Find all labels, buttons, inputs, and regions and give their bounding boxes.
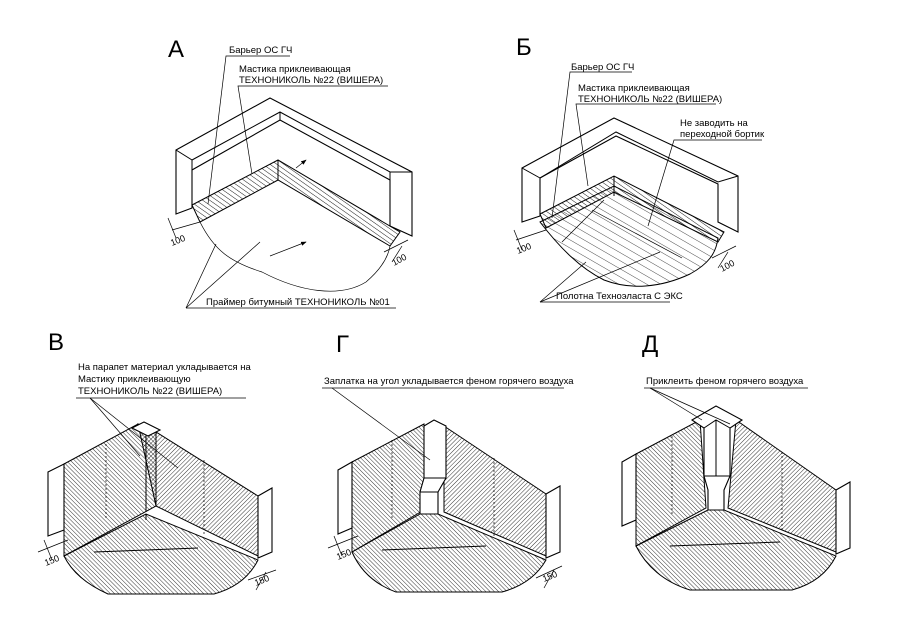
panel-b-leaders — [539, 71, 762, 303]
panel-d: Г Заплатка на угол укладывается феном го… — [322, 331, 574, 593]
svg-text:150: 150 — [43, 553, 61, 568]
panel-a-mastic-strip — [191, 159, 401, 247]
panel-a-dim-left: 100 — [167, 217, 201, 248]
panel-c: В На парапет материал укладывается на Ма… — [37, 329, 277, 595]
panel-b-membrane — [539, 175, 725, 287]
panel-a: А Барьер ОС ГЧ Мастика приклеивающая ТЕХ… — [167, 36, 413, 309]
svg-text:100: 100 — [515, 241, 533, 256]
panel-a-primer-area — [199, 221, 391, 292]
panel-c-label-2: Мастику приклеивающую — [78, 374, 191, 385]
panel-e-letter: Д — [642, 331, 658, 358]
panel-b-wall — [521, 117, 739, 233]
panel-c-floor — [63, 513, 259, 595]
panel-d-parapet — [337, 423, 561, 559]
panel-b-label-barrier: Барьер ОС ГЧ — [571, 62, 634, 73]
panel-c-label-3: ТЕХНОНИКОЛЬ №22 (ВИШЕРА) — [78, 386, 222, 397]
panel-d-label: Заплатка на угол укладывается феном горя… — [324, 376, 574, 387]
panel-a-leaders — [185, 55, 396, 309]
panel-a-wall — [175, 97, 413, 237]
panel-b-dim-left: 100 — [513, 229, 547, 256]
panel-d-leaders — [322, 387, 564, 461]
panel-b-label-sheets: Полотна Техноэласта С ЭКС — [556, 291, 683, 302]
panel-b-letter: Б — [516, 34, 532, 61]
panel-e-corner-patch — [690, 405, 744, 511]
panel-b-note-2: переходной бортик — [680, 129, 765, 140]
panel-a-label-mastic-2: ТЕХНОНИКОЛЬ №22 (ВИШЕРА) — [239, 75, 383, 86]
svg-text:150: 150 — [335, 547, 353, 562]
panel-b-label-mastic-2: ТЕХНОНИКОЛЬ №22 (ВИШЕРА) — [578, 94, 722, 105]
panel-e-leaders — [644, 387, 808, 425]
panel-e-parapet — [621, 419, 851, 555]
panel-b-label-mastic-1: Мастика приклеивающая — [578, 83, 690, 94]
panel-a-label-mastic-1: Мастика приклеивающая — [239, 64, 351, 75]
svg-text:100: 100 — [169, 233, 187, 248]
panel-e: Д Приклеить феном горячего воздуха — [621, 331, 851, 591]
svg-text:100: 100 — [390, 252, 408, 268]
panel-a-label-primer: Праймер битумный ТЕХНОНИКОЛЬ №01 — [206, 297, 390, 308]
panel-a-letter: А — [168, 36, 184, 63]
panel-a-label-barrier: Барьер ОС ГЧ — [229, 45, 292, 56]
panel-b: Б Барьер ОС ГЧ Мастика приклеивающая ТЕХ… — [513, 34, 765, 303]
panel-d-corner-patch — [419, 419, 447, 515]
panel-b-note-1: Не заводить на — [680, 118, 748, 129]
panel-b-dim-right: 100 — [711, 245, 736, 274]
panel-c-letter: В — [48, 329, 64, 356]
panel-e-floor — [635, 509, 837, 591]
svg-text:100: 100 — [718, 258, 736, 274]
svg-text:150: 150 — [541, 569, 559, 584]
panel-d-letter: Г — [336, 331, 349, 358]
panel-c-leaders — [76, 397, 246, 469]
panel-c-dim-right: 150 — [247, 569, 277, 591]
panel-c-parapet — [47, 421, 273, 559]
panel-c-label-1: На парапет материал укладывается на — [78, 362, 251, 373]
svg-text:150: 150 — [253, 573, 271, 588]
panel-e-label: Приклеить феном горячего воздуха — [646, 376, 804, 387]
panel-d-floor — [351, 513, 547, 593]
